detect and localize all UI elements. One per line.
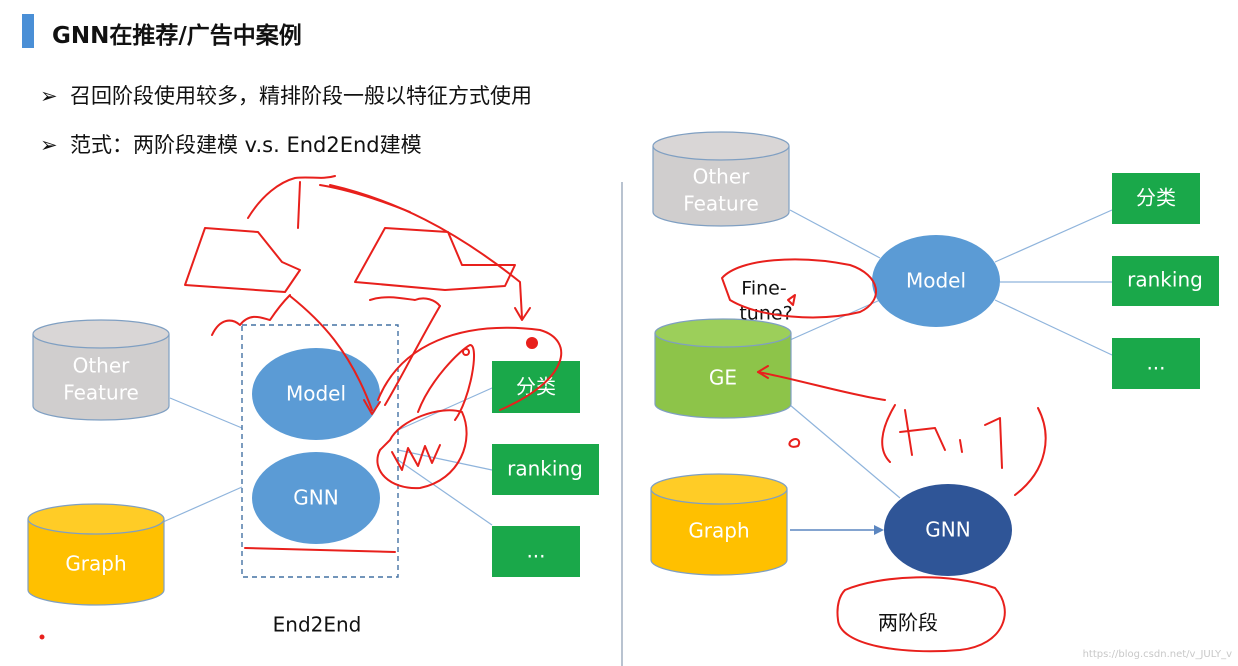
right-graph-label: Graph — [688, 519, 749, 543]
right-connectors — [789, 209, 1113, 499]
left-connector-out-ranking — [397, 449, 493, 471]
left-connector-other-feature — [169, 397, 243, 429]
left-output-more — [492, 526, 580, 577]
left-other-feature-label-1: Other — [73, 354, 131, 378]
ink-underline-end2end — [244, 547, 396, 553]
right-output-ranking-label: ranking — [1127, 268, 1203, 292]
ink-stroke-top-1 — [247, 175, 336, 219]
bullet-arrow-icon: ➢ — [40, 133, 58, 157]
right-output-classify-label: 分类 — [1136, 186, 1176, 210]
ink-arrow-item-down — [384, 305, 441, 406]
ink-paren-right — [1014, 407, 1047, 496]
left-gnn-node — [252, 452, 380, 544]
bullet-item-recall: ➢ 召回阶段使用较多，精排阶段一般以特征方式使用 — [40, 80, 532, 110]
handwritten-annotations — [39, 175, 1047, 653]
watermark-text: https://blog.csdn.net/v_JULY_v — [1082, 649, 1232, 660]
ink-circle-two-stage — [836, 576, 1006, 653]
right-caption-two-stage: 两阶段 — [878, 611, 938, 635]
ink-dot-2 — [462, 348, 470, 356]
ink-stroke-top-3 — [319, 184, 411, 213]
left-connector-out-classify — [397, 387, 493, 431]
bullet-text: 召回阶段使用较多，精排阶段一般以特征方式使用 — [70, 84, 532, 108]
ink-arrowhead-2 — [363, 399, 381, 415]
ink-circle-gnn — [376, 409, 468, 490]
left-output-more-label: ... — [526, 539, 545, 563]
ink-word-user — [211, 294, 291, 336]
right-ge-cylinder: GE — [654, 318, 792, 419]
right-ge-label: GE — [709, 366, 737, 390]
left-other-feature-cylinder: Other Feature — [32, 319, 170, 421]
ink-digit-one — [984, 417, 1003, 469]
right-model-node — [872, 235, 1000, 327]
ink-arrow-ge — [757, 371, 886, 401]
left-connector-out-more — [397, 459, 493, 526]
left-model-label: Model — [286, 382, 346, 406]
left-output-classify — [492, 361, 580, 413]
end2end-dashed-box — [241, 324, 399, 578]
left-connector-graph — [162, 486, 243, 523]
ink-arrowhead-1 — [514, 307, 531, 321]
right-output-more-label: ... — [1146, 351, 1165, 375]
ink-loop-inner — [417, 344, 476, 421]
bullet-arrow-icon: ➢ — [40, 84, 58, 108]
right-other-feature-cylinder: Other Feature — [652, 131, 790, 227]
ink-dot-3 — [39, 634, 45, 640]
ink-arrow-to-right-node — [329, 184, 523, 319]
ink-comma — [959, 439, 963, 453]
ink-paren-left — [881, 404, 896, 463]
left-gnn-label: GNN — [293, 486, 338, 510]
left-output-ranking — [492, 444, 599, 495]
right-gnn-label: GNN — [925, 518, 970, 542]
finetune-label-1: Fine- — [741, 278, 786, 300]
left-graph-cylinder: Graph — [27, 503, 165, 606]
right-connector-ge — [789, 299, 881, 341]
right-connector-out-classify — [994, 209, 1113, 263]
right-connector-out-more — [994, 299, 1113, 356]
ink-tower-left — [184, 227, 301, 293]
ink-word-gnn — [391, 444, 441, 471]
right-connector-other-feature — [789, 209, 881, 259]
right-other-feature-label-2: Feature — [683, 192, 759, 216]
left-graph-label: Graph — [65, 552, 126, 576]
ink-tower-right — [354, 227, 516, 291]
right-output-classify — [1112, 173, 1200, 224]
page-title: GNN在推荐/广告中案例 — [52, 23, 302, 49]
right-connector-ge-gnn — [789, 404, 901, 499]
ink-letter-k — [899, 409, 946, 456]
right-model-label: Model — [906, 269, 966, 293]
right-output-ranking — [1112, 256, 1219, 306]
right-arrowhead — [874, 525, 884, 535]
title-accent-bar — [22, 14, 34, 48]
bullet-text: 范式：两阶段建模 v.s. End2End建模 — [70, 133, 422, 157]
left-output-ranking-label: ranking — [507, 457, 583, 481]
left-model-node — [252, 348, 380, 440]
ink-loop — [377, 326, 563, 411]
left-other-feature-label-2: Feature — [63, 381, 139, 405]
ink-small-mark — [788, 438, 801, 448]
left-caption-end2end: End2End — [273, 613, 362, 637]
right-gnn-node — [884, 484, 1012, 576]
left-connectors — [162, 387, 493, 526]
right-other-feature-label-1: Other — [693, 165, 751, 189]
ink-dot-1 — [526, 337, 538, 349]
right-output-more — [1112, 338, 1200, 389]
bullet-item-paradigm: ➢ 范式：两阶段建模 v.s. End2End建模 — [40, 129, 422, 159]
ink-arrow-user-to-model — [289, 295, 373, 411]
ink-arrowhead-ge — [757, 365, 769, 379]
ink-mark-finetune — [787, 294, 796, 306]
ink-word-item — [369, 296, 441, 307]
right-graph-cylinder: Graph — [650, 473, 788, 576]
ink-circle-finetune — [721, 258, 877, 319]
ink-stroke-top-2 — [297, 181, 301, 229]
